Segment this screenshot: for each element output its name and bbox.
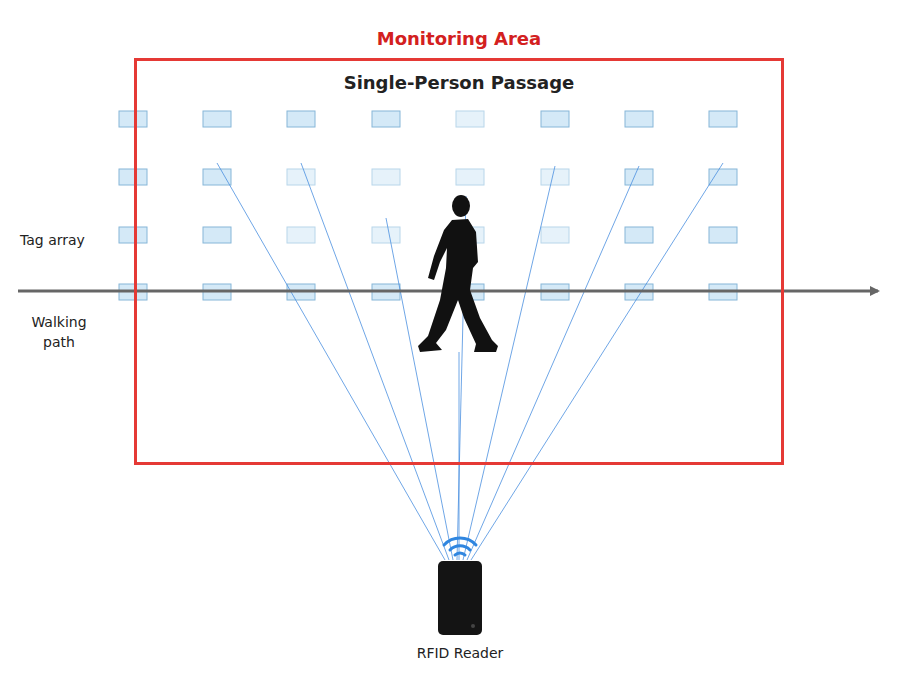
rfid-tag (203, 111, 231, 127)
signal-beam (459, 352, 460, 560)
rfid-tag (625, 111, 653, 127)
reader-device (410, 561, 510, 641)
rfid-tag (287, 227, 315, 243)
rfid-tag (119, 111, 147, 127)
signal-beam (217, 163, 445, 560)
reader-label: RFID Reader (417, 645, 504, 661)
rfid-tag (372, 227, 400, 243)
signal-beam (471, 163, 723, 560)
rfid-tag (709, 169, 737, 185)
rfid-tag (541, 111, 569, 127)
signal-beam (301, 163, 449, 560)
rfid-tag (456, 169, 484, 185)
tag-array (119, 111, 737, 300)
walking-path-label: Walking path (28, 312, 90, 352)
rfid-tag (625, 227, 653, 243)
rfid-tag (372, 169, 400, 185)
monitoring-area: Monitoring AreaSingle-Person Passage (134, 58, 784, 465)
signal-beam (386, 218, 453, 560)
rfid-tag (203, 227, 231, 243)
rfid-tag (709, 227, 737, 243)
rfid-tag (119, 227, 147, 243)
signal-beams (217, 163, 723, 560)
tag-array-label: Tag array (20, 230, 110, 250)
rfid-tag (287, 169, 315, 185)
rfid-tag (456, 111, 484, 127)
rfid-tag (625, 169, 653, 185)
rfid-tag (541, 227, 569, 243)
signal-beam (463, 166, 555, 560)
rfid-tag (203, 169, 231, 185)
rfid-tag (709, 111, 737, 127)
person-silhouette (418, 195, 498, 352)
rfid-reader: RFID Reader (410, 561, 510, 666)
rfid-tag (372, 111, 400, 127)
rfid-tag (287, 111, 315, 127)
rfid-tag (119, 169, 147, 185)
signal-beam (467, 166, 639, 560)
passage-heading: Single-Person Passage (344, 72, 575, 93)
wireless-icon (444, 538, 476, 555)
rfid-tag (541, 169, 569, 185)
area-title: Monitoring Area (377, 28, 541, 49)
